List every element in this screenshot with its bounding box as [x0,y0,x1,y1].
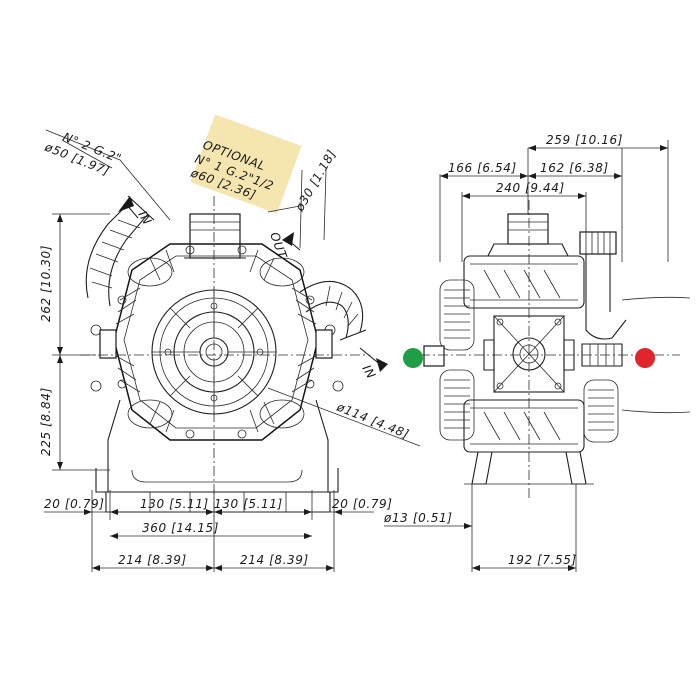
dim-114-leader [267,387,421,447]
dim-130-right: 130 [5.11] [214,497,283,511]
outlet-leaders [299,169,327,249]
side-left-cylinders [423,279,475,441]
dim-20-right: 20 [0.79] [332,497,393,511]
dim-166: 166 [6.54] [448,161,517,175]
dim-162: 162 [6.38] [540,161,609,175]
outlet-tick [267,205,301,213]
dim-259: 259 [10.16] [546,133,623,147]
side-outlet-pipe [579,231,627,340]
side-right-cylinders [581,296,691,443]
inlet-leader [45,129,171,221]
inlet-pipe [85,195,155,307]
dim-192: 192 [7.55] [508,553,577,567]
optional-note: OPTIONAL N° 1 G.2"1/2 ø60 [2.36] [188,114,302,214]
dim-262: 262 [10.30] [39,245,53,322]
outlet-pipe [299,280,367,341]
flow-arrows: IN OUT IN [118,196,388,381]
top-port-stub [184,213,246,259]
dim-240: 240 [9.44] [496,181,565,195]
dim-214-left: 214 [8.39] [118,553,187,567]
in-tag-upper: IN [135,209,154,228]
red-marker [635,348,655,368]
dim-13: ø13 [0.51] [383,511,453,525]
inlet-leader-2 [61,139,113,169]
out-tag: OUT [267,230,290,262]
side-top-dimensions: 259 [10.16] 166 [6.54] 162 [6.38] 240 [9… [439,133,669,262]
in-tag-lower: IN [359,363,378,382]
side-housings [463,255,585,453]
pump-body [99,243,333,441]
dim-20-left: 20 [0.79] [44,497,105,511]
dim-214-right: 214 [8.39] [240,553,309,567]
optional-note-background [190,114,302,214]
side-bottom-dimensions: ø13 [0.51] 192 [7.55] [383,484,577,572]
dim-360: 360 [14.15] [142,521,219,535]
outlet-label: ø30 [1.18] [292,147,339,214]
front-horizontal-dimensions: 20 [0.79] 130 [5.11] 130 [5.11] 20 [0.79… [44,490,393,572]
dim-225: 225 [8.84] [39,387,53,456]
side-top-stub [487,213,569,257]
front-vertical-dimensions: 262 [10.30] 225 [8.84] [39,213,110,471]
dim-114: ø114 [4.48] [334,399,411,441]
front-view: IN OUT IN N° 2 G.2" ø50 [1.97] ø30 [1.18… [39,129,421,572]
green-marker [403,348,423,368]
side-view: 259 [10.16] 166 [6.54] 162 [6.38] 240 [9… [383,133,691,572]
dim-130-left: 130 [5.11] [140,497,209,511]
